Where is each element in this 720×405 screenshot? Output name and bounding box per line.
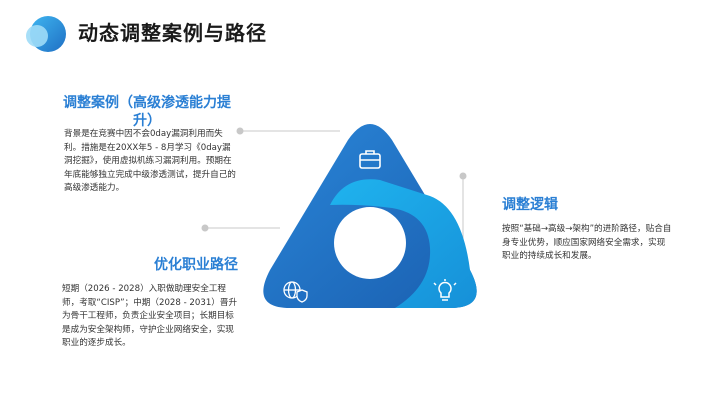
logic-heading: 调整逻辑	[502, 197, 558, 213]
center-circle	[334, 207, 406, 279]
case-heading: 调整案例（高级渗透能力提升）	[63, 95, 231, 129]
swirl-shape	[330, 179, 477, 308]
lightbulb-icon	[433, 279, 457, 301]
globe-shield-icon	[283, 281, 308, 303]
case-body: 背景是在竞赛中因不会0day漏洞利用而失利。措施是在20XX年5 - 8月学习《…	[64, 129, 236, 193]
logo-icon	[26, 16, 66, 52]
page-title: 动态调整案例与路径	[78, 21, 267, 45]
logic-body: 按照“基础→高级→架构”的进阶路径，贴合自身专业优势，顺应国家网络安全需求，实现…	[502, 224, 672, 261]
briefcase-icon	[359, 150, 381, 169]
path-body: 短期（2026 - 2028）入职做助理安全工程师，考取“CISP”；中期（20…	[62, 284, 238, 348]
path-heading: 优化职业路径	[154, 257, 238, 273]
